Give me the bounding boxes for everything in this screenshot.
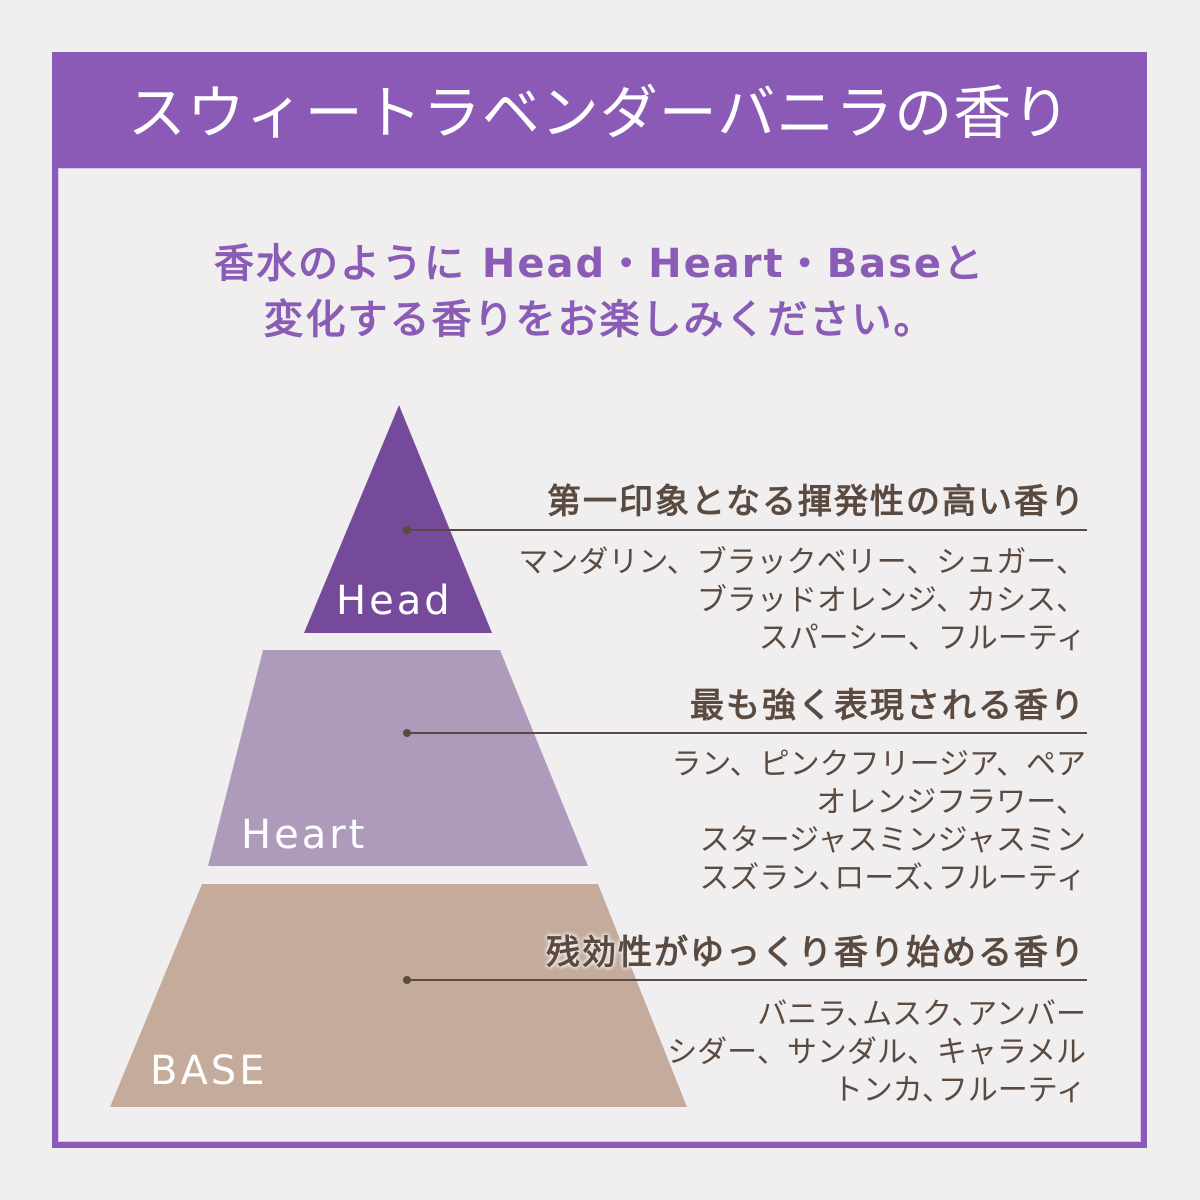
head-tier-shape: [304, 405, 492, 633]
intro-line-2: 変化する香りをお楽しみください。: [263, 297, 936, 343]
heart-note-block: 最も強く表現される香り: [690, 678, 1086, 727]
head-tier-label: Head: [336, 578, 453, 624]
base-leader-line: [403, 976, 1087, 984]
intro-line-1: 香水のように Head・Heart・Baseと: [213, 241, 986, 287]
heart-note-title: 最も強く表現される香り: [690, 686, 1086, 726]
base-note-line: シダー、サンダル、キャラメル: [667, 1035, 1086, 1070]
heart-leader-line: [403, 729, 1087, 737]
heart-note-line: ラン、ピンクフリージア、ペア: [671, 747, 1086, 782]
base-note-block: 残効性がゆっくり香り始める香り: [546, 925, 1086, 974]
heart-note-line: スタージャスミンジャスミン: [699, 823, 1086, 858]
heart-tier-label: Heart: [241, 812, 368, 858]
base-note-line: トンカ､フルーティ: [832, 1073, 1086, 1108]
head-note-line: スパーシー、フルーティ: [758, 621, 1086, 656]
head-note-line: ブラッドオレンジ、カシス、: [696, 583, 1086, 618]
head-note-block: 第一印象となる揮発性の高い香り: [547, 474, 1086, 523]
base-tier-label: BASE: [150, 1048, 268, 1094]
heart-note-line: オレンジフラワー、: [816, 785, 1086, 820]
heart-tier-shape: [208, 650, 588, 866]
intro-text: 香水のように Head・Heart・Baseと 変化する香りをお楽しみください。: [58, 236, 1141, 348]
base-note-line: バニラ､ムスク､アンバー: [757, 997, 1086, 1032]
base-note-items: バニラ､ムスク､アンバー シダー、サンダル、キャラメル トンカ､フルーティ: [667, 996, 1086, 1110]
head-note-line: マンダリン、ブラックベリー、シュガー、: [518, 545, 1086, 580]
base-note-title: 残効性がゆっくり香り始める香り: [546, 933, 1086, 973]
header-band: スウィートラベンダーバニラの香り: [52, 52, 1147, 168]
heart-note-line: スズラン､ローズ､フルーティ: [699, 861, 1086, 896]
head-note-title: 第一印象となる揮発性の高い香り: [547, 482, 1086, 522]
head-leader-line: [403, 526, 1087, 534]
heart-note-items: ラン、ピンクフリージア、ペア オレンジフラワー、 スタージャスミンジャスミン ス…: [671, 746, 1086, 898]
head-note-items: マンダリン、ブラックベリー、シュガー、 ブラッドオレンジ、カシス、 スパーシー、…: [518, 544, 1086, 658]
base-tier-shape: [110, 884, 687, 1107]
page-title: スウィートラベンダーバニラの香り: [127, 79, 1072, 147]
